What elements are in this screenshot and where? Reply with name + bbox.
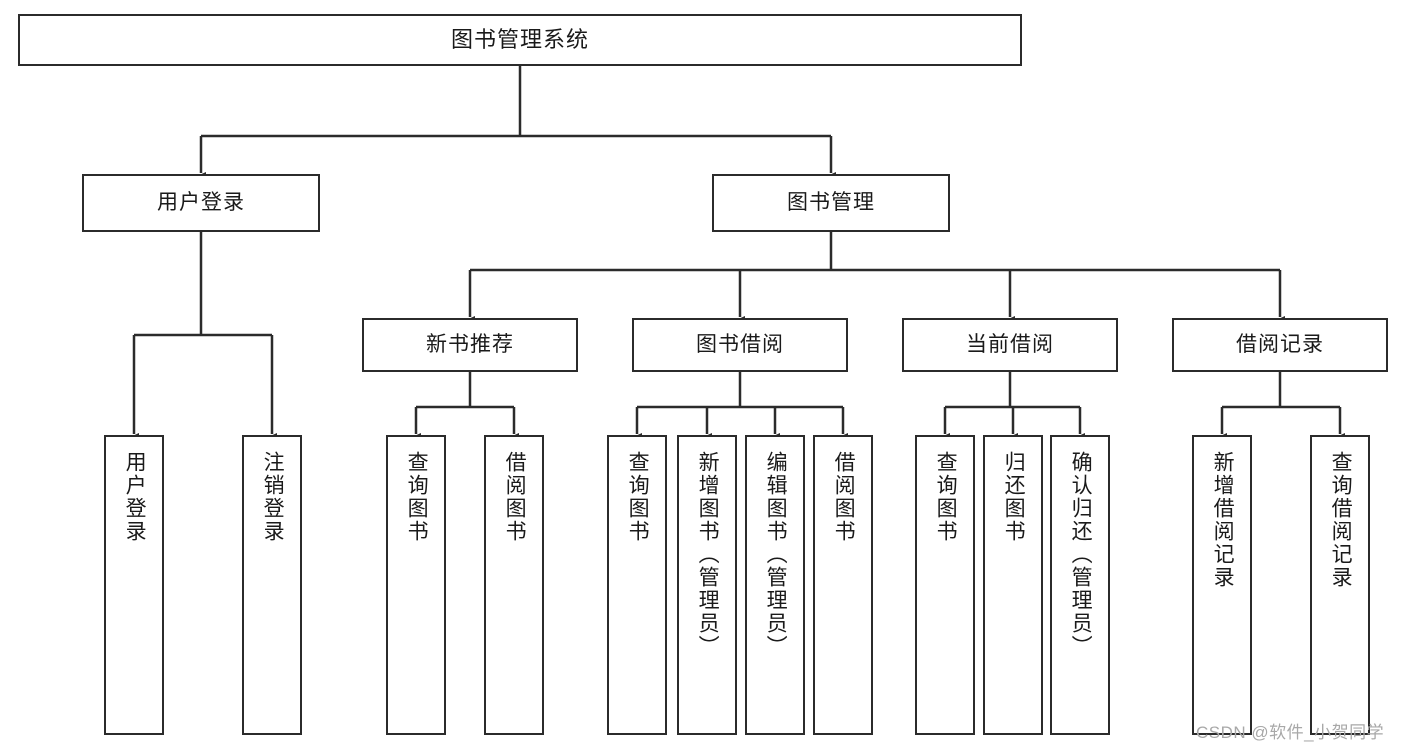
node-label: 确认归还（管理员） <box>1069 451 1093 658</box>
node-label: 图书借阅 <box>696 333 784 357</box>
node-label: 新增借阅记录 <box>1211 451 1235 589</box>
node-label: 归还图书 <box>1002 451 1026 543</box>
node-l-login-1[interactable]: 用户登录 <box>104 435 164 735</box>
node-l-rec-1[interactable]: 新增借阅记录 <box>1192 435 1252 735</box>
node-root[interactable]: 图书管理系统 <box>18 14 1022 66</box>
node-label: 借阅图书 <box>503 451 527 543</box>
node-label: 查询图书 <box>626 451 650 543</box>
node-label: 借阅记录 <box>1236 333 1324 357</box>
node-label: 查询图书 <box>405 451 429 543</box>
node-records[interactable]: 借阅记录 <box>1172 318 1388 372</box>
node-l-new-2[interactable]: 借阅图书 <box>484 435 544 735</box>
node-label: 查询借阅记录 <box>1329 451 1353 589</box>
node-l-bor-2[interactable]: 新增图书（管理员） <box>677 435 737 735</box>
node-label: 用户登录 <box>123 451 147 543</box>
node-label: 编辑图书（管理员） <box>764 451 788 658</box>
node-l-bor-3[interactable]: 编辑图书（管理员） <box>745 435 805 735</box>
node-l-new-1[interactable]: 查询图书 <box>386 435 446 735</box>
node-label: 当前借阅 <box>966 333 1054 357</box>
node-label: 图书管理 <box>787 191 875 215</box>
node-label: 注销登录 <box>261 451 285 543</box>
csdn-watermark: CSDN @软件_小贺同学 <box>1196 723 1385 742</box>
node-label: 新增图书（管理员） <box>696 451 720 658</box>
node-newbook[interactable]: 新书推荐 <box>362 318 578 372</box>
node-l-bor-4[interactable]: 借阅图书 <box>813 435 873 735</box>
node-l-rec-2[interactable]: 查询借阅记录 <box>1310 435 1370 735</box>
node-label: 图书管理系统 <box>450 26 589 52</box>
node-l-cur-1[interactable]: 查询图书 <box>915 435 975 735</box>
node-label: 用户登录 <box>157 191 245 215</box>
node-label: 查询图书 <box>934 451 958 543</box>
node-label: 借阅图书 <box>832 451 856 543</box>
node-label: 新书推荐 <box>426 333 514 357</box>
node-l-login-2[interactable]: 注销登录 <box>242 435 302 735</box>
node-current[interactable]: 当前借阅 <box>902 318 1118 372</box>
node-l-bor-1[interactable]: 查询图书 <box>607 435 667 735</box>
node-login[interactable]: 用户登录 <box>82 174 320 232</box>
node-bookmgmt[interactable]: 图书管理 <box>712 174 950 232</box>
node-borrow[interactable]: 图书借阅 <box>632 318 848 372</box>
node-l-cur-2[interactable]: 归还图书 <box>983 435 1043 735</box>
node-l-cur-3[interactable]: 确认归还（管理员） <box>1050 435 1110 735</box>
